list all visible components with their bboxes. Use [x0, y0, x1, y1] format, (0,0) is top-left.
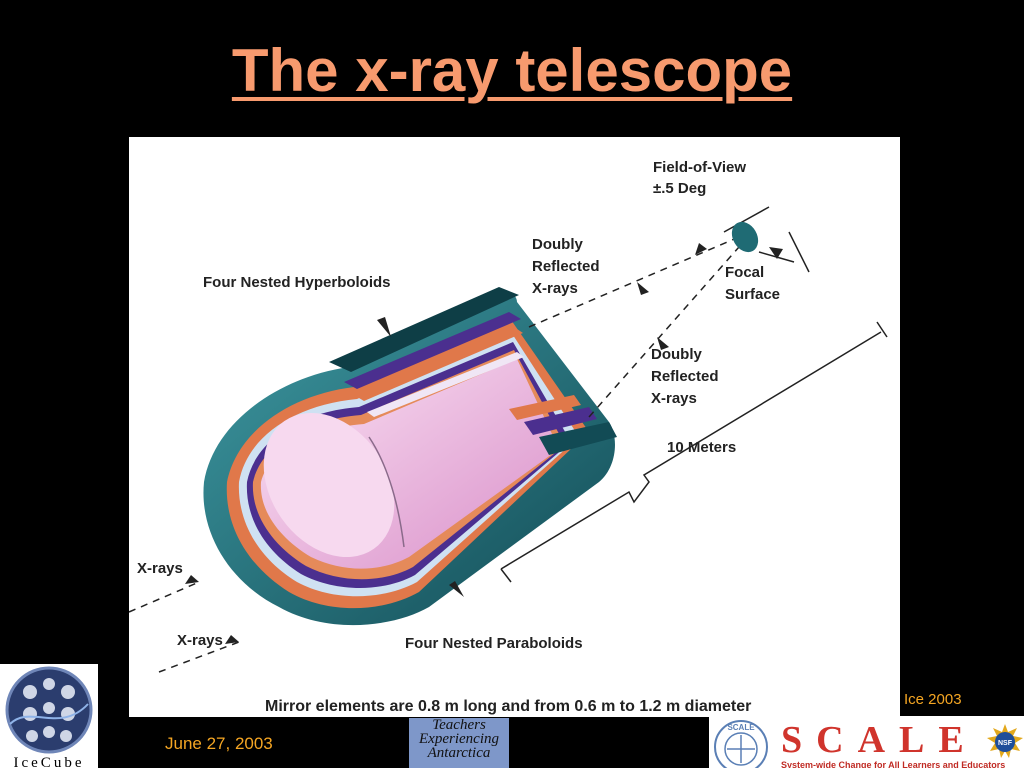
label-field-of-view: Field-of-View	[653, 159, 746, 176]
label-doubly-upper-1: Doubly	[532, 236, 583, 253]
icecube-wordmark: IceCube	[13, 755, 85, 768]
arrowheads	[185, 243, 783, 644]
xray-telescope-diagram: Field-of-View ±.5 Deg Doubly Reflected X…	[129, 137, 900, 717]
label-fov-degrees: ±.5 Deg	[653, 180, 706, 197]
label-ten-meters: 10 Meters	[667, 439, 736, 456]
scale-tagline: System-wide Change for All Learners and …	[781, 760, 1006, 768]
scale-seal-text: SCALE	[727, 723, 755, 732]
mirror-cylinder	[203, 287, 617, 626]
icecube-emblem	[5, 666, 93, 754]
label-four-nested-hyperboloids: Four Nested Hyperboloids	[203, 274, 391, 291]
nsf-text: NSF	[998, 740, 1013, 747]
scale-logo: SCALE SCALE System-wide Change for All L…	[709, 716, 1024, 768]
focal-surface-disc	[731, 221, 759, 253]
label-doubly-lower-2: Reflected	[651, 368, 719, 385]
teachers-line3: Antarctica	[427, 745, 491, 761]
label-xrays-lower: X-rays	[177, 632, 223, 649]
telescope-illustration: Field-of-View ±.5 Deg Doubly Reflected X…	[129, 159, 888, 715]
slide-title: The x-ray telescope	[231, 37, 793, 104]
teachers-line2: Experiencing	[419, 731, 499, 747]
teachers-experiencing-antarctica-logo: Teachers Experiencing Antarctica	[409, 718, 509, 768]
nsf-logo-icon: NSF	[987, 724, 1023, 758]
credit-text: Ice 2003	[904, 691, 962, 708]
label-surface: Surface	[725, 286, 780, 303]
icecube-logo: IceCube	[0, 664, 98, 768]
teachers-line1: Teachers	[432, 718, 486, 733]
slide-date: June 27, 2003	[165, 734, 273, 753]
label-four-nested-paraboloids: Four Nested Paraboloids	[405, 635, 583, 652]
diagram-caption: Mirror elements are 0.8 m long and from …	[265, 698, 751, 715]
scale-wordmark: SCALE	[781, 719, 978, 761]
scale-seal-icon: SCALE	[714, 720, 768, 768]
label-doubly-upper-3: X-rays	[532, 280, 578, 297]
label-doubly-upper-2: Reflected	[532, 258, 600, 275]
label-doubly-lower-3: X-rays	[651, 390, 697, 407]
label-xrays-upper: X-rays	[137, 560, 183, 577]
label-focal: Focal	[725, 264, 764, 281]
label-doubly-lower-1: Doubly	[651, 346, 702, 363]
